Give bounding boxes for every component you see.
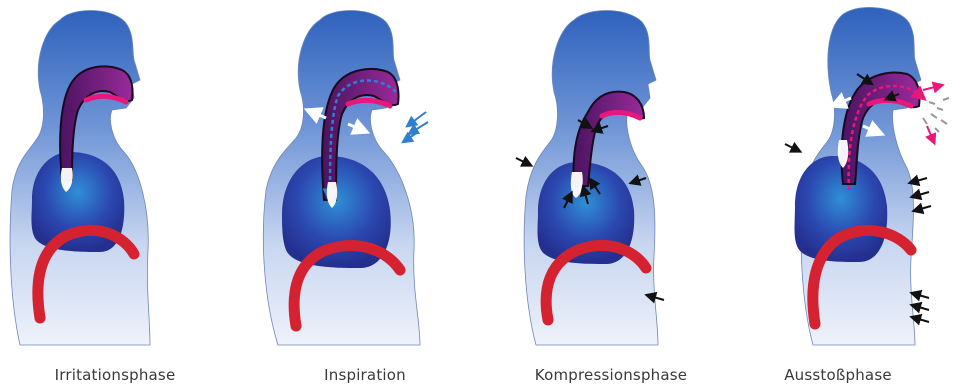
inhale-arrow [410, 112, 426, 124]
irritation-illustration [0, 0, 230, 360]
phase-caption: Irritationsphase [0, 366, 230, 384]
inhale-arrow [412, 122, 428, 132]
phase-panel-compression: Kompressionsphase [496, 0, 726, 388]
compression-illustration [496, 0, 726, 360]
phase-panel-expulsion: Ausstoßphase [723, 0, 953, 388]
inhale-arrow [406, 132, 418, 140]
phase-panel-inspiration: Inspiration [250, 0, 480, 388]
phase-caption: Ausstoßphase [723, 366, 953, 384]
phase-panel-irritation: Irritationsphase [0, 0, 230, 388]
inspiration-illustration [250, 0, 480, 360]
expulsion-spray [923, 86, 949, 140]
phase-caption: Inspiration [250, 366, 480, 384]
expulsion-illustration [723, 0, 953, 360]
phase-caption: Kompressionsphase [496, 366, 726, 384]
